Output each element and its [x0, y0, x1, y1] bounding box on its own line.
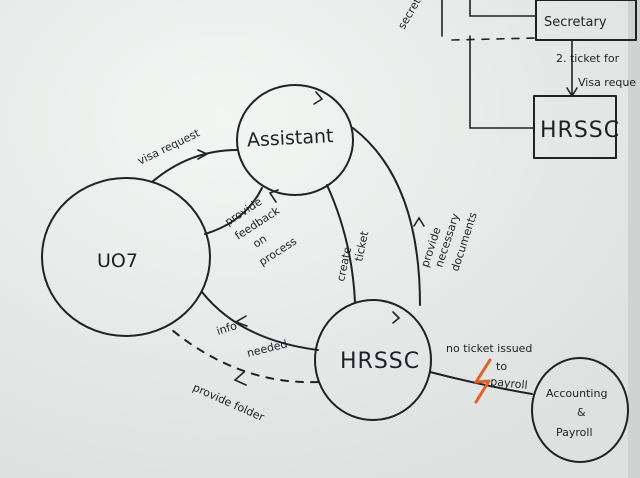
- edge-provide-folder: [171, 329, 319, 384]
- label-visa-reque: Visa reque: [578, 76, 636, 89]
- label-feedback-3: on: [251, 232, 270, 250]
- node-assistant-circle: [236, 84, 354, 196]
- label-ticket-for: 2. ticket for: [556, 52, 620, 65]
- edge-provide-documents: [352, 127, 421, 306]
- arrowhead-feedback: [268, 189, 279, 203]
- label-hrssc-center: HRSSC: [340, 349, 420, 374]
- lightning-icon: [474, 358, 492, 404]
- label-accounting-line3: Payroll: [556, 426, 593, 439]
- node-accounting-circle: [531, 357, 629, 463]
- label-ticket: ticket: [352, 229, 371, 262]
- arrowhead-secretary-hrssc: [566, 87, 578, 98]
- label-accounting-line2: &: [577, 406, 586, 419]
- label-assistant: Assistant: [246, 125, 334, 152]
- label-accounting-line1: Accounting: [546, 387, 607, 400]
- label-to: to: [496, 360, 507, 373]
- edge-to-payroll: [429, 371, 533, 395]
- edge-info-needed: [201, 291, 319, 351]
- node-hrssc-circle: [314, 299, 432, 421]
- edge-create-ticket: [326, 184, 356, 303]
- label-uo7: UO7: [97, 250, 138, 272]
- label-hrssc-box: HRSSC: [540, 118, 620, 143]
- arrowhead-provide-folder: [233, 371, 247, 386]
- arrowhead-info-needed: [234, 315, 248, 327]
- arrowhead-assistant-top: [313, 91, 324, 105]
- label-payroll: payroll: [490, 375, 529, 392]
- arrowhead-documents: [413, 216, 425, 227]
- node-uo7-circle: [41, 177, 211, 337]
- arrowhead-hrssc-top: [392, 311, 401, 324]
- label-secretary: Secretary: [544, 15, 607, 30]
- label-no-ticket-issued: no ticket issued: [446, 342, 532, 355]
- node-hrssc-box: [533, 95, 617, 159]
- node-secretary-box: [535, 0, 637, 41]
- connector-to-secretary: [469, 0, 537, 17]
- arrowhead-visa-request: [197, 149, 209, 160]
- edge-visa-request: [151, 149, 238, 183]
- board-edge: [628, 0, 640, 478]
- label-info: info: [215, 319, 239, 338]
- connector-to-hrssc-box: [469, 35, 535, 129]
- edge-provide-feedback: [204, 187, 263, 235]
